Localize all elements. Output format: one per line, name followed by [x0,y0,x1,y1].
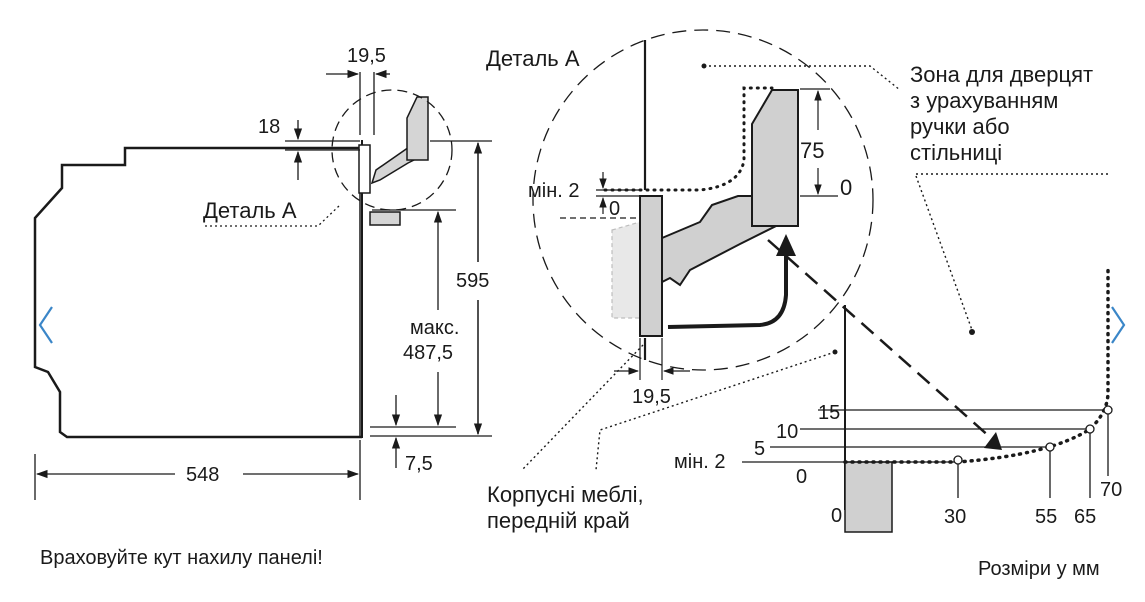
detail-a-left-label: Деталь А [203,198,297,223]
detail-a-circle-large [532,29,874,371]
tilt-arrow-head [984,432,1002,450]
x-tick-70: 70 [1100,479,1122,501]
furniture-leader-dot [832,349,838,355]
prev-button[interactable] [34,300,58,350]
chevron-left-icon [38,306,53,344]
dim-zero-detail-label: 0 [609,198,620,220]
dim-487-5-label: 487,5 [403,342,453,364]
detail-a-top-label: Деталь А [486,46,580,71]
furniture-label-line1: Корпусні меблі, [487,482,644,507]
units-note: Розміри у мм [978,558,1100,580]
furniture-leaders [521,344,836,471]
dim-75-label: 75 [800,138,824,163]
zone-leaders [704,65,1110,331]
dim-595 [370,140,492,437]
dim-19-5-top-label: 19,5 [347,45,386,67]
next-button[interactable] [1106,300,1130,350]
dim-19-5-detail-label: 19,5 [632,386,671,408]
dim-max-label: макс. [410,317,459,339]
min2-graph-label: мін. 2 [674,451,725,473]
tilt-arrow [767,239,1001,447]
graph-points [953,405,1113,465]
x-tick-0: 0 [831,505,842,527]
dim-min2-detail-label: мін. 2 [528,180,579,202]
dim-18 [285,120,360,180]
dim-18-label: 18 [258,116,280,138]
dim-19-5-detail [614,338,690,380]
svg-text:ручки або: ручки або [910,114,1010,139]
y-tick-0: 0 [796,466,807,488]
dim-zero-handle-label: 0 [840,175,852,200]
zone-leader-dot [701,63,707,69]
dim-min2-detail [596,172,640,214]
clearance-graph [742,268,1110,533]
dim-7-5-label: 7,5 [405,453,433,475]
svg-text:Зона для дверцят: Зона для дверцят [910,62,1093,87]
dim-548-label: 548 [186,464,219,486]
door-zone-dotted [603,86,774,192]
furniture-label-line2: передній край [487,508,630,533]
detail-a-drawing [560,40,799,360]
dim-548 [34,440,361,500]
y-tick-10: 10 [776,421,798,443]
oven-side-view [33,96,429,439]
zone-target-dot [969,329,975,335]
zone-label: Зона для дверцят з урахуванням ручки або… [910,62,1093,165]
x-tick-65: 65 [1074,506,1096,528]
dim-487-5 [370,209,456,428]
x-tick-30: 30 [944,506,966,528]
tilt-note: Враховуйте кут нахилу панелі! [40,547,323,569]
detail-a-circle-small [331,89,453,211]
y-tick-5: 5 [754,438,765,460]
dim-75 [800,88,838,197]
svg-text:стільниці: стільниці [910,140,1002,165]
chevron-right-icon [1111,306,1126,344]
x-tick-55: 55 [1035,506,1057,528]
svg-text:з урахуванням: з урахуванням [910,88,1058,113]
dim-595-label: 595 [456,270,489,292]
dim-19-5-top [326,69,390,135]
y-tick-15: 15 [818,402,840,424]
